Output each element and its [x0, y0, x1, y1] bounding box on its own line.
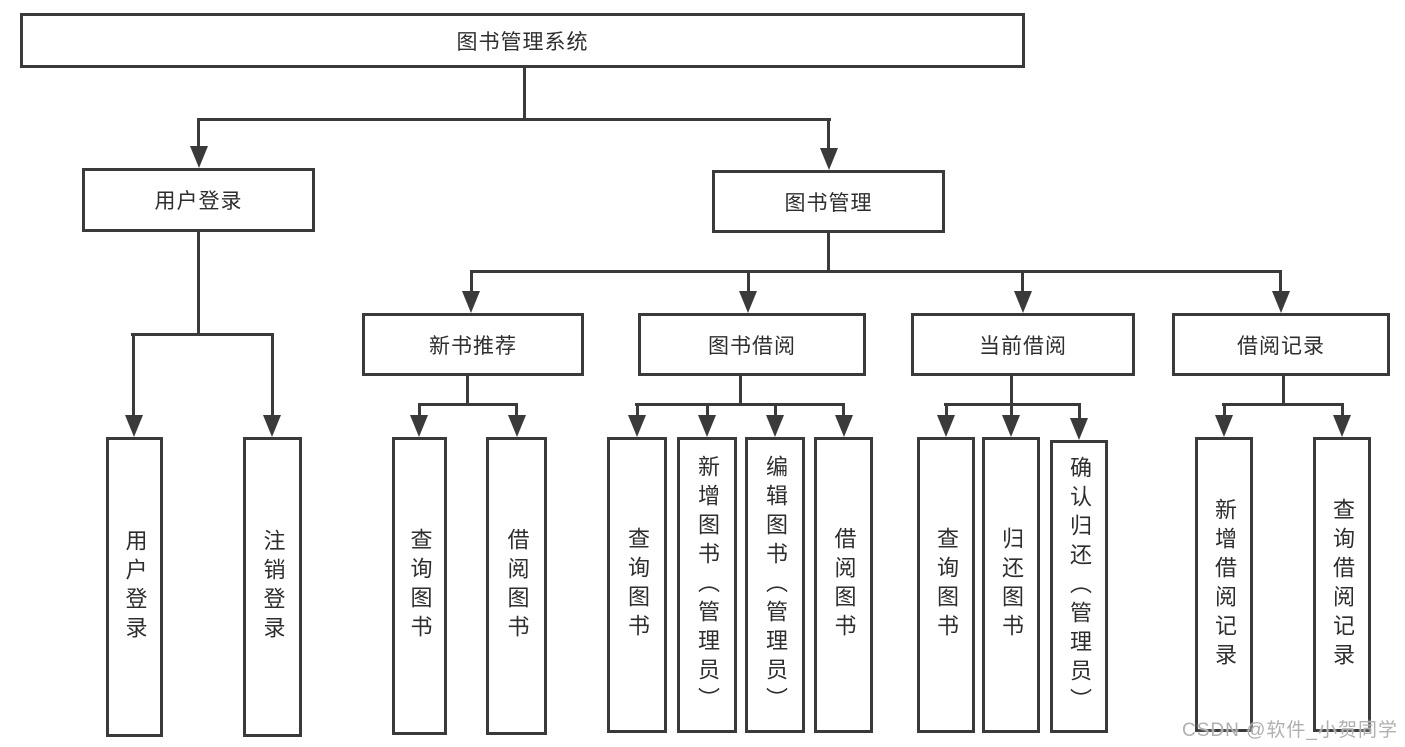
leaf-user-login: 用户登录 [106, 437, 163, 737]
leaf-label: 编辑图书（管理员） [763, 454, 788, 716]
leaf-label: 借阅图书 [831, 527, 857, 643]
node-label: 借阅记录 [1237, 334, 1325, 358]
watermark: CSDN @软件_小贺同学 [1182, 720, 1398, 741]
arrow-down-icon [820, 148, 838, 170]
leaf-label: 归还图书 [999, 527, 1024, 643]
arrow-down-icon [1333, 415, 1351, 437]
node-root-system: 图书管理系统 [20, 13, 1025, 68]
node-book-management: 图书管理 [712, 170, 945, 233]
leaf-confirm-return-admin: 确认归还（管理员） [1050, 440, 1108, 733]
connector-line [515, 405, 518, 417]
arrow-down-icon [766, 415, 784, 437]
connector-line [197, 231, 200, 335]
connector-line [1341, 405, 1344, 417]
connector-line [271, 335, 274, 417]
connector-line [197, 118, 831, 121]
connector-line [418, 405, 421, 417]
arrow-down-icon [1215, 415, 1233, 437]
arrow-down-icon [462, 291, 480, 313]
leaf-label: 借阅图书 [504, 528, 530, 644]
connector-line [842, 405, 845, 417]
arrow-down-icon [508, 415, 526, 437]
connector-line [944, 403, 1081, 406]
node-label: 当前借阅 [979, 334, 1067, 358]
arrow-down-icon [698, 415, 716, 437]
arrow-down-icon [835, 415, 853, 437]
leaf-borrow-books: 借阅图书 [814, 437, 873, 733]
connector-line [1223, 405, 1226, 417]
connector-line [635, 403, 845, 406]
connector-line [197, 120, 200, 148]
connector-line [1021, 272, 1024, 294]
leaf-add-borrow-record: 新增借阅记录 [1195, 437, 1253, 732]
connector-line [1282, 376, 1285, 404]
leaf-label: 新增图书（管理员） [695, 454, 720, 716]
arrow-down-icon [1002, 415, 1020, 437]
arrow-down-icon [1070, 418, 1088, 440]
arrow-down-icon [628, 415, 646, 437]
leaf-label: 查询图书 [934, 527, 959, 643]
leaf-query-borrow-record: 查询借阅记录 [1313, 437, 1371, 732]
connector-line [470, 272, 473, 294]
leaf-add-books-admin: 新增图书（管理员） [677, 437, 737, 733]
connector-line [747, 272, 750, 294]
node-borrow-record: 借阅记录 [1172, 313, 1390, 376]
node-label: 用户登录 [154, 190, 243, 213]
connector-line [945, 405, 948, 417]
connector-line [418, 403, 518, 406]
leaf-logout: 注销登录 [243, 437, 302, 737]
connector-line [636, 405, 639, 417]
leaf-label: 查询借阅记录 [1330, 497, 1355, 672]
connector-line [1010, 405, 1013, 417]
connector-line [466, 376, 469, 404]
node-user-login: 用户登录 [82, 168, 315, 232]
leaf-label: 注销登录 [260, 529, 286, 645]
node-current-borrow: 当前借阅 [911, 313, 1135, 376]
leaf-query-books: 查询图书 [392, 437, 447, 735]
leaf-borrow-books: 借阅图书 [486, 437, 547, 735]
connector-line [774, 405, 777, 417]
connector-line [1010, 376, 1013, 404]
connector-line [132, 335, 135, 417]
arrow-down-icon [937, 415, 955, 437]
connector-line [470, 270, 1282, 273]
node-label: 图书借阅 [708, 334, 796, 358]
leaf-label: 确认归还（管理员） [1067, 456, 1092, 717]
arrow-down-icon [190, 146, 208, 168]
arrow-down-icon [263, 415, 281, 437]
node-label: 图书管理系统 [456, 30, 589, 54]
node-label: 新书推荐 [429, 334, 517, 358]
leaf-query-books: 查询图书 [607, 437, 667, 733]
connector-line [1279, 272, 1282, 294]
node-label: 图书管理 [784, 191, 873, 215]
connector-line [827, 120, 830, 150]
leaf-query-books: 查询图书 [917, 437, 975, 733]
leaf-return-books: 归还图书 [982, 437, 1040, 733]
arrow-down-icon [739, 291, 757, 313]
leaf-edit-books-admin: 编辑图书（管理员） [745, 437, 805, 733]
leaf-label: 新增借阅记录 [1212, 497, 1237, 672]
connector-line [827, 232, 830, 272]
node-new-book-recommend: 新书推荐 [362, 313, 584, 376]
node-book-borrow: 图书借阅 [638, 313, 866, 376]
arrow-down-icon [125, 415, 143, 437]
connector-line [739, 376, 742, 404]
leaf-label: 查询图书 [407, 528, 433, 644]
connector-line [1078, 405, 1081, 420]
leaf-label: 用户登录 [122, 529, 148, 645]
arrow-down-icon [410, 415, 428, 437]
connector-line [706, 405, 709, 417]
arrow-down-icon [1014, 291, 1032, 313]
arrow-down-icon [1272, 291, 1290, 313]
leaf-label: 查询图书 [625, 527, 650, 643]
connector-line [131, 333, 274, 336]
connector-line [1222, 403, 1344, 406]
connector-line [523, 68, 526, 121]
